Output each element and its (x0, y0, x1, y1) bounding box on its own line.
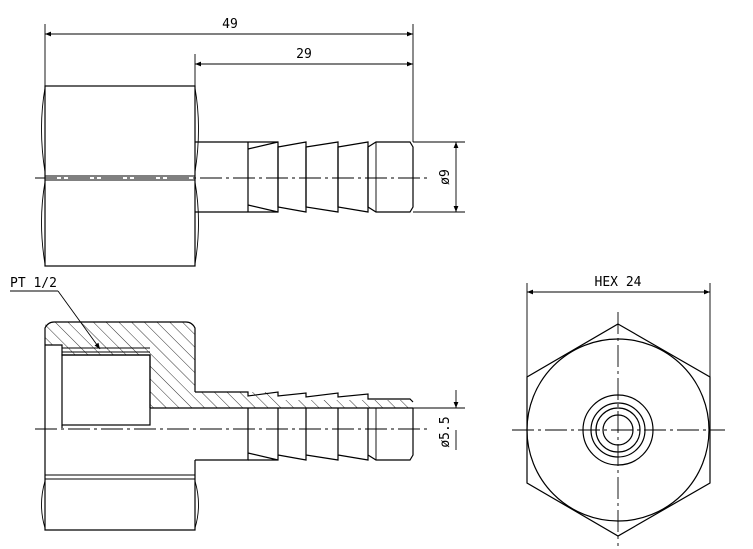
barb-diameter-label: ø9 (438, 169, 453, 185)
thread-label: PT 1/2 (10, 276, 57, 291)
overall-length-label: 49 (222, 17, 238, 32)
hex-body-top (41, 85, 199, 267)
section-view: PT 1/2 ø5.5 (10, 276, 465, 531)
hose-barbs-top (247, 141, 414, 213)
section-hatch (45, 322, 413, 408)
barb-length-label: 29 (296, 47, 312, 62)
dimension-barb-length: 29 (194, 47, 413, 86)
hex-size-label: HEX 24 (595, 275, 642, 290)
bore-diameter-label: ø5.5 (438, 416, 453, 447)
neck-top (195, 141, 249, 213)
end-view: HEX 24 (512, 275, 725, 546)
dimension-overall-length: 49 (44, 17, 414, 142)
dimension-hex-size: HEX 24 (526, 275, 711, 377)
dimension-barb-diameter: ø9 (413, 141, 465, 213)
thread-callout: PT 1/2 (10, 276, 101, 350)
top-view: 49 29 ø9 (35, 17, 465, 267)
dimension-bore-diameter: ø5.5 (413, 390, 465, 450)
